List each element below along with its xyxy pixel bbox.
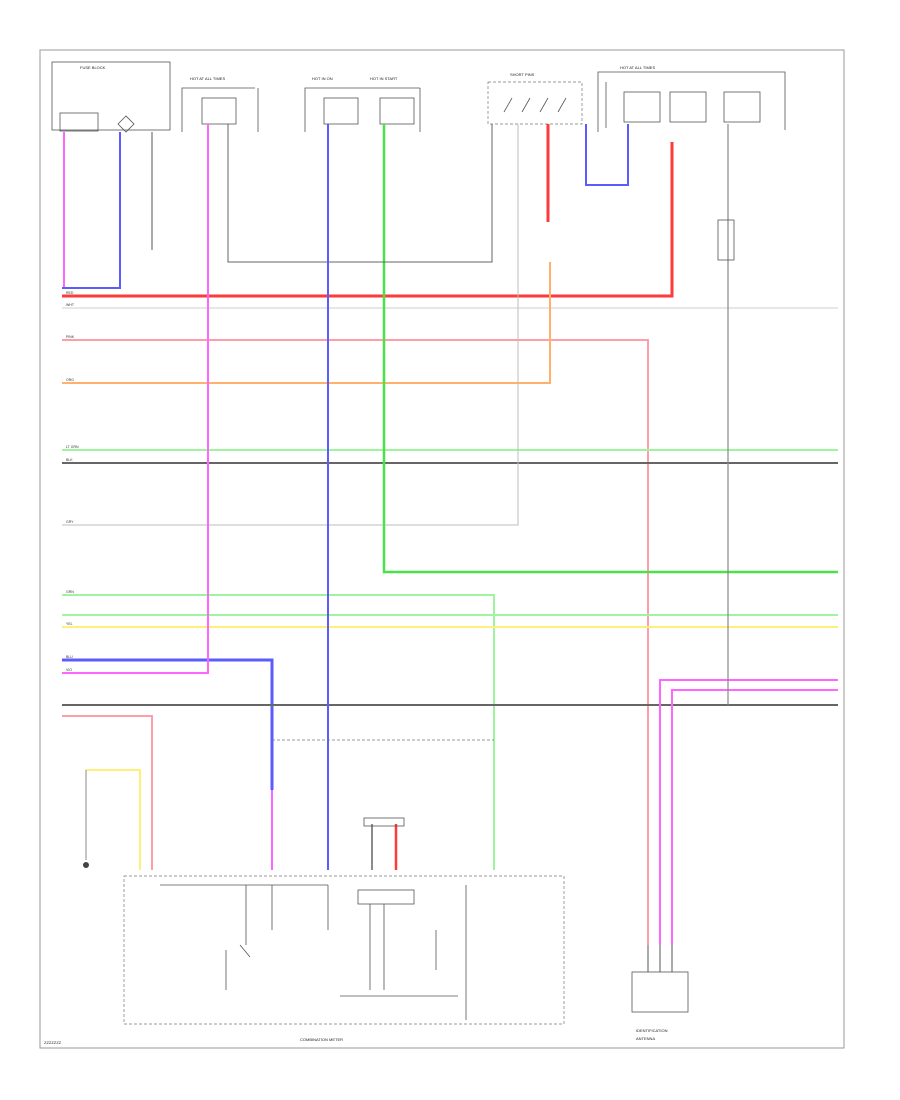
top-component-short-pins: SHORT PINS: [487, 72, 583, 125]
top-label-3: HOT IN START: [370, 76, 398, 81]
diagram-frame: [39, 49, 845, 1049]
top-component-fuse-block: FUSE BLOCK: [51, 61, 171, 133]
wire-light-green-595: [62, 594, 495, 870]
vertical-drops: [62, 124, 735, 870]
identification-antenna: IDENTIFICATION ANTENNA: [631, 945, 689, 1041]
top-label-2: HOT IN ON: [312, 76, 333, 81]
page-code: ZZZZZZZ: [44, 1040, 62, 1045]
wire-label-gray: GRY: [66, 520, 74, 524]
wire-red-bus: [62, 142, 674, 298]
top-component-hot-in-on: HOT IN ON: [304, 76, 420, 132]
bottom-label-2: ANTENNA: [636, 1036, 655, 1041]
wire-label-green: GRN: [66, 590, 74, 594]
wire-label-black: BLK: [66, 458, 73, 462]
top-label-0: FUSE BLOCK: [80, 65, 106, 70]
bottom-label-0: COMBINATION METER: [300, 1037, 343, 1042]
wire-green-572: [382, 124, 838, 574]
top-label-5: HOT AT ALL TIMES: [620, 65, 655, 70]
wire-label-pink: PINK: [66, 335, 75, 339]
wire-label-white: WHT: [66, 303, 75, 307]
combination-meter: COMBINATION METER: [123, 739, 565, 1042]
wire-label-violet: VIO: [66, 668, 72, 672]
wire-blue-660: [62, 658, 274, 790]
wire-label-light-green: LT GRN: [66, 445, 79, 449]
top-label-1: HOT AT ALL TIMES: [190, 76, 225, 81]
bus-wires: [62, 124, 838, 945]
bottom-label-1: IDENTIFICATION: [636, 1028, 668, 1033]
wire-violet-680-right: [659, 679, 838, 945]
wire-label-red: RED: [66, 291, 74, 295]
wire-labels-left: RED WHT PINK ORG LT GRN BLK GRY GRN YEL …: [66, 291, 79, 672]
wire-violet-690-right: [671, 689, 838, 945]
meter-connectors: [83, 769, 405, 870]
top-component-hot-in-start: HOT IN START: [370, 76, 421, 132]
wire-label-yellow: YEL: [66, 622, 73, 626]
wire-orange-383: [62, 262, 551, 384]
top-label-4: SHORT PINS: [510, 72, 535, 77]
top-component-hot-at-all-times-2: HOT AT ALL TIMES: [597, 65, 786, 132]
wire-gray-525: [62, 124, 519, 526]
wire-violet-673: [62, 124, 209, 674]
wire-label-orange: ORG: [66, 378, 74, 382]
wire-pink-340: [62, 339, 649, 945]
wire-label-blue: BLU: [66, 655, 73, 659]
top-component-hot-at-all-times-1: HOT AT ALL TIMES: [181, 76, 259, 132]
wire-pink-716: [62, 715, 153, 870]
